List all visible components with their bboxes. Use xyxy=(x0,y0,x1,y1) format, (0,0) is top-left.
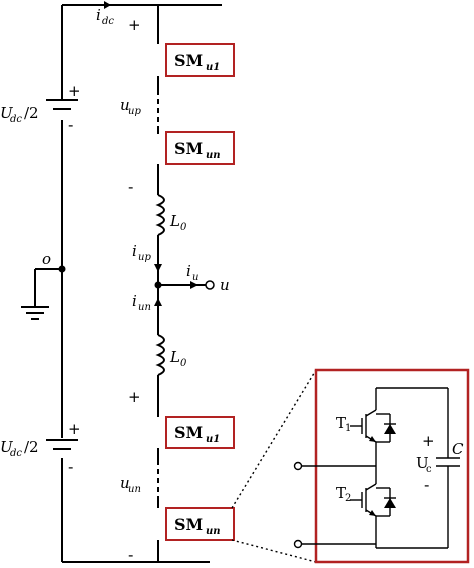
lower-minus-sign: - xyxy=(128,546,133,564)
dc-bus-left xyxy=(21,5,78,562)
uun-label-sub: un xyxy=(128,484,141,495)
sm-label: SM xyxy=(174,515,203,534)
igbt-t1 xyxy=(350,409,396,466)
iup-arrow-icon xyxy=(154,264,162,272)
diode-d2-icon xyxy=(384,498,396,508)
igbt-t2 xyxy=(350,466,396,524)
inductor-upper-label-sub: 0 xyxy=(180,222,187,233)
submodule-lower-first: SM u1 xyxy=(165,416,235,449)
upper-arm-inductor xyxy=(155,194,165,236)
iun-label: i xyxy=(132,292,137,310)
midpoint-node-dot xyxy=(58,265,66,273)
submodule-upper-last: SM un xyxy=(165,131,235,165)
udc-bottom-label-tail: /2 xyxy=(24,438,39,456)
submodule-upper-first: SM u1 xyxy=(165,43,235,77)
udc-bottom-label-sub: dc xyxy=(10,448,22,459)
t2-label-sub: 2 xyxy=(345,493,351,504)
iu-label-sub: u xyxy=(192,272,198,283)
upper-minus-sign: - xyxy=(128,178,133,196)
phase-leg xyxy=(154,5,165,562)
ac-output-label: u xyxy=(220,276,230,294)
inductor-lower-label-sub: 0 xyxy=(180,358,187,369)
udc-top-label-tail: /2 xyxy=(24,104,39,122)
capacitor-label: C xyxy=(452,440,464,458)
idc-label: i xyxy=(96,6,101,24)
sm-index: u1 xyxy=(206,434,220,445)
uc-label-sub: c xyxy=(426,464,432,475)
iu-label: i xyxy=(186,262,191,280)
terminal-top xyxy=(293,461,303,471)
battery-top-minus: - xyxy=(68,116,73,134)
udc-top-label-sub: dc xyxy=(10,114,22,125)
udc-top-label: U xyxy=(0,104,14,122)
iun-label-sub: un xyxy=(138,302,151,313)
capacitor-minus: - xyxy=(424,476,429,494)
iun-arrow-icon xyxy=(154,298,162,306)
sm-label: SM xyxy=(174,423,203,442)
uup-label: u xyxy=(120,96,130,114)
iup-label: i xyxy=(132,242,137,260)
submodule-detail: T 1 T 2 + - U c C xyxy=(293,368,470,564)
iup-label-sub: up xyxy=(138,252,151,263)
inductor-upper-label: L xyxy=(169,212,180,230)
sm-index: un xyxy=(206,150,221,161)
iu-arrow-icon xyxy=(190,281,198,289)
diode-d1-icon xyxy=(384,424,396,434)
uun-label: u xyxy=(120,474,130,492)
t2-label: T xyxy=(336,484,346,502)
sm-index: u1 xyxy=(206,62,220,73)
sm-index: un xyxy=(206,526,221,537)
sm-label: SM xyxy=(174,139,203,158)
terminal-bottom xyxy=(293,539,303,549)
t1-label-sub: 1 xyxy=(345,423,351,434)
uc-label: U xyxy=(416,454,429,472)
battery-bottom-plus: + xyxy=(68,420,81,438)
submodule-lower-last: SM un xyxy=(165,507,235,541)
ac-output-terminal xyxy=(205,280,215,290)
t1-label: T xyxy=(336,414,346,432)
capacitor-plus: + xyxy=(422,432,435,450)
node-o-label: o xyxy=(42,250,51,268)
lower-arm-inductor xyxy=(155,334,165,376)
idc-label-sub: dc xyxy=(102,16,114,27)
lower-plus-sign: + xyxy=(128,388,141,406)
battery-bottom-minus: - xyxy=(68,458,73,476)
udc-bottom-label: U xyxy=(0,438,14,456)
upper-plus-sign: + xyxy=(128,16,141,34)
zoom-link-top xyxy=(231,369,317,509)
idc-arrow-icon xyxy=(104,1,111,9)
sm-label: SM xyxy=(174,51,203,70)
uup-label-sub: up xyxy=(128,106,141,117)
battery-top-plus: + xyxy=(68,82,81,100)
inductor-lower-label: L xyxy=(169,348,180,366)
